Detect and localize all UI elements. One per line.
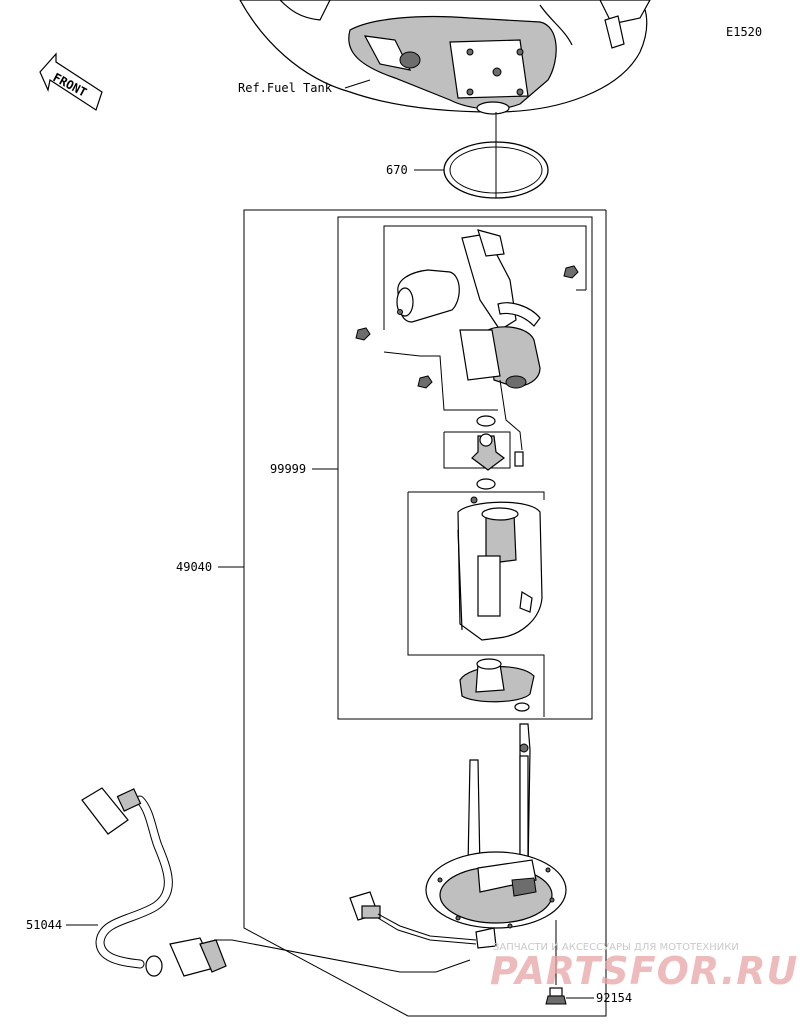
pump-wire-connector xyxy=(349,891,477,945)
diagram-code: E1520 xyxy=(726,25,762,39)
fuel-filter-assembly xyxy=(396,229,541,451)
watermark-tagline: ЗАПЧАСТИ И АКСЕССУАРЫ ДЛЯ МОТОТЕХНИКИ xyxy=(493,942,739,953)
label-670: 670 xyxy=(386,163,408,177)
label-92154: 92154 xyxy=(596,991,632,1005)
fuel-pump-body xyxy=(457,496,543,641)
pump-filter-base xyxy=(459,658,535,703)
front-arrow-icon: FRONT xyxy=(39,52,103,111)
bolt-icon xyxy=(355,265,579,389)
pump-flange-plate xyxy=(425,723,567,949)
flange-bolt-icon xyxy=(545,987,567,1005)
label-51044: 51044 xyxy=(26,918,62,932)
label-49040: 49040 xyxy=(176,560,212,574)
fuel-tank-drawing xyxy=(239,0,651,115)
watermark-brand: PARTSFOR.RU xyxy=(490,949,798,993)
label-ref-fuel-tank: Ref.Fuel Tank xyxy=(238,81,333,95)
label-99999: 99999 xyxy=(270,462,306,476)
pressure-regulator xyxy=(471,433,505,471)
wire-harness xyxy=(81,787,227,977)
